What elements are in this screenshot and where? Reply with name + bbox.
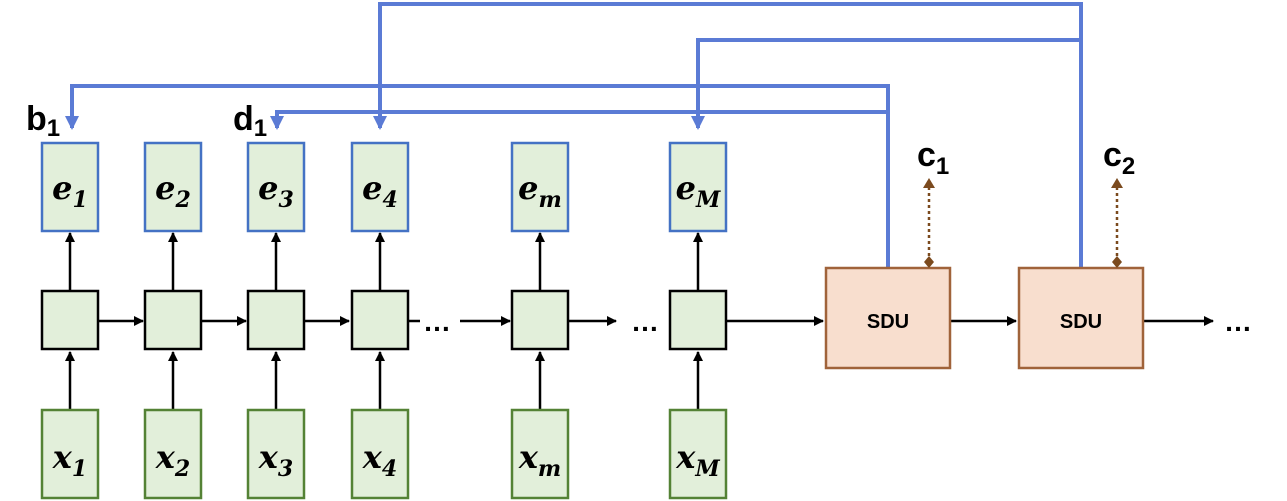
column-2: e2 x2 bbox=[143, 141, 203, 500]
input-box-1 bbox=[40, 408, 100, 500]
embedding-label-3: e3 bbox=[258, 169, 294, 213]
ellipsis-after-col4: … bbox=[423, 306, 451, 337]
embedding-box-m bbox=[510, 141, 570, 233]
embedding-box-4 bbox=[350, 141, 410, 233]
embedding-label-M: eM bbox=[676, 169, 721, 213]
feedback-sdu2-eM-line bbox=[691, 38, 1081, 130]
label-c1: c1 bbox=[917, 136, 949, 180]
sdu-2-label: SDU bbox=[1060, 311, 1102, 333]
sdu-2-output-diamond bbox=[1112, 256, 1122, 268]
feedback-sdu2-e4-line bbox=[373, 2, 1083, 268]
input-label-M: xM bbox=[675, 438, 720, 482]
ellipsis-after-sdu2: … bbox=[1224, 306, 1252, 337]
sdu-1-label: SDU bbox=[867, 311, 909, 333]
embedding-box-2 bbox=[143, 141, 203, 233]
feedback-lines bbox=[65, 2, 1083, 268]
feedback-b1-line bbox=[65, 84, 890, 268]
embedding-label-2: e2 bbox=[155, 169, 191, 213]
input-box-2 bbox=[143, 408, 203, 500]
sdu-2-output-arrowhead bbox=[1111, 178, 1123, 188]
rnn-cell-M bbox=[668, 289, 728, 351]
rnn-cell-m bbox=[510, 289, 570, 351]
label-c2: c2 bbox=[1103, 136, 1135, 180]
rnn-cell-4 bbox=[350, 289, 410, 351]
sdu-unit-1: SDU bbox=[824, 266, 952, 370]
embedding-box-M bbox=[668, 141, 728, 233]
label-b1: b1 bbox=[26, 100, 60, 142]
embedding-label-m: em bbox=[518, 169, 562, 213]
columns: e1 x1 e2 x2 e3 x3 e4 x4 em xm eM xM bbox=[40, 141, 728, 500]
sdu-output-arrows bbox=[927, 186, 1119, 262]
input-label-4: x4 bbox=[362, 438, 397, 482]
ellipsis-after-colm: … bbox=[631, 306, 659, 337]
sdu-1-output-diamond bbox=[924, 256, 934, 268]
embedding-box-3 bbox=[246, 141, 306, 233]
input-label-m: xm bbox=[518, 438, 561, 482]
input-label-2: x2 bbox=[155, 438, 190, 482]
input-box-4 bbox=[350, 408, 410, 500]
feedback-d1-line bbox=[270, 110, 888, 130]
column-1: e1 x1 bbox=[40, 141, 100, 500]
embedding-label-1: e1 bbox=[52, 169, 88, 213]
input-label-1: x1 bbox=[52, 438, 87, 482]
column-3: e3 x3 bbox=[246, 141, 306, 500]
embedding-box-1 bbox=[40, 141, 100, 233]
input-box-m bbox=[510, 408, 570, 500]
input-box-M bbox=[668, 408, 728, 500]
column-4: e4 x4 bbox=[350, 141, 410, 500]
input-label-3: x3 bbox=[258, 438, 293, 482]
label-d1: d1 bbox=[233, 100, 267, 142]
sdu-1-output-arrowhead bbox=[923, 178, 935, 188]
rnn-cell-3 bbox=[246, 289, 306, 351]
input-box-3 bbox=[246, 408, 306, 500]
sdu-unit-2: SDU bbox=[1017, 266, 1145, 370]
embedding-label-4: e4 bbox=[362, 169, 398, 213]
rnn-cell-2 bbox=[143, 289, 203, 351]
column-m: em xm bbox=[510, 141, 570, 500]
rnn-cell-1 bbox=[40, 289, 100, 351]
column-M: eM xM bbox=[668, 141, 728, 500]
